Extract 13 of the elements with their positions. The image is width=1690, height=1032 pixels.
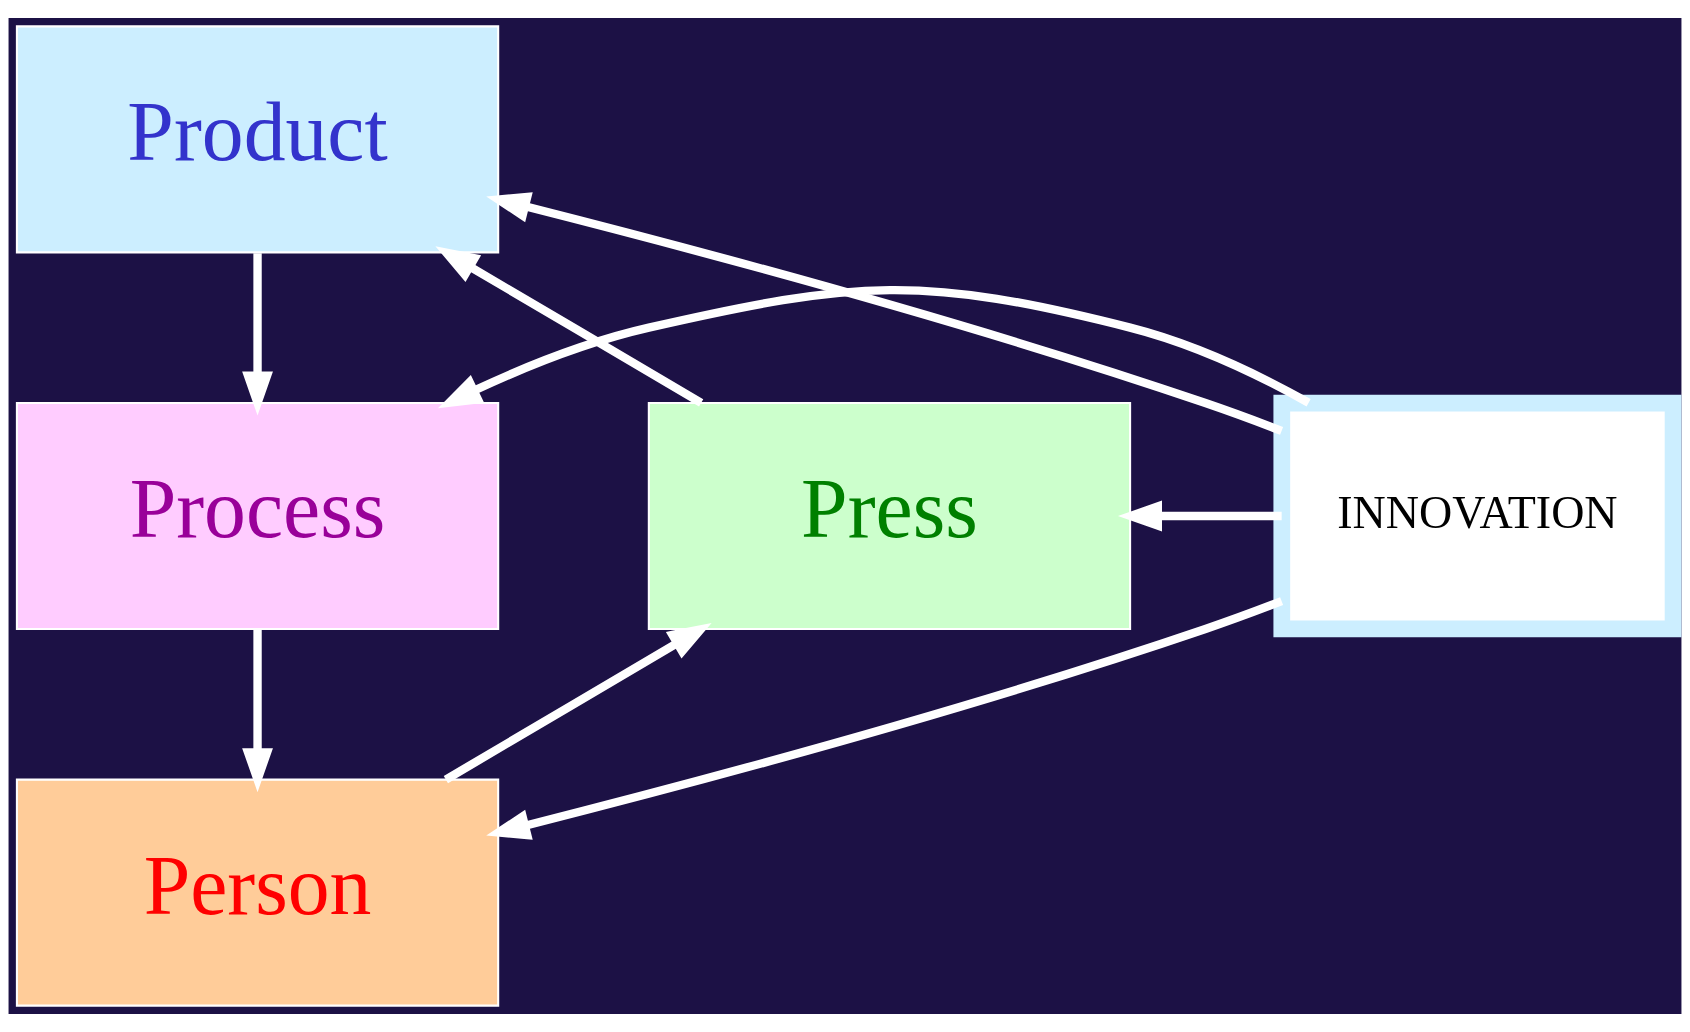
node-box: Process	[15, 401, 500, 631]
arrow	[242, 629, 273, 793]
arrow	[486, 192, 1284, 435]
arrow	[486, 597, 1284, 840]
node-box: Person	[15, 778, 500, 1007]
arrow	[1117, 500, 1282, 532]
arrow	[242, 253, 273, 416]
arrow	[435, 246, 704, 407]
arrow	[437, 285, 1311, 409]
node-box: Product	[15, 25, 500, 254]
node-box: INNOVATION	[1273, 394, 1682, 638]
node-box: Press	[647, 401, 1132, 631]
arrow	[443, 622, 712, 784]
